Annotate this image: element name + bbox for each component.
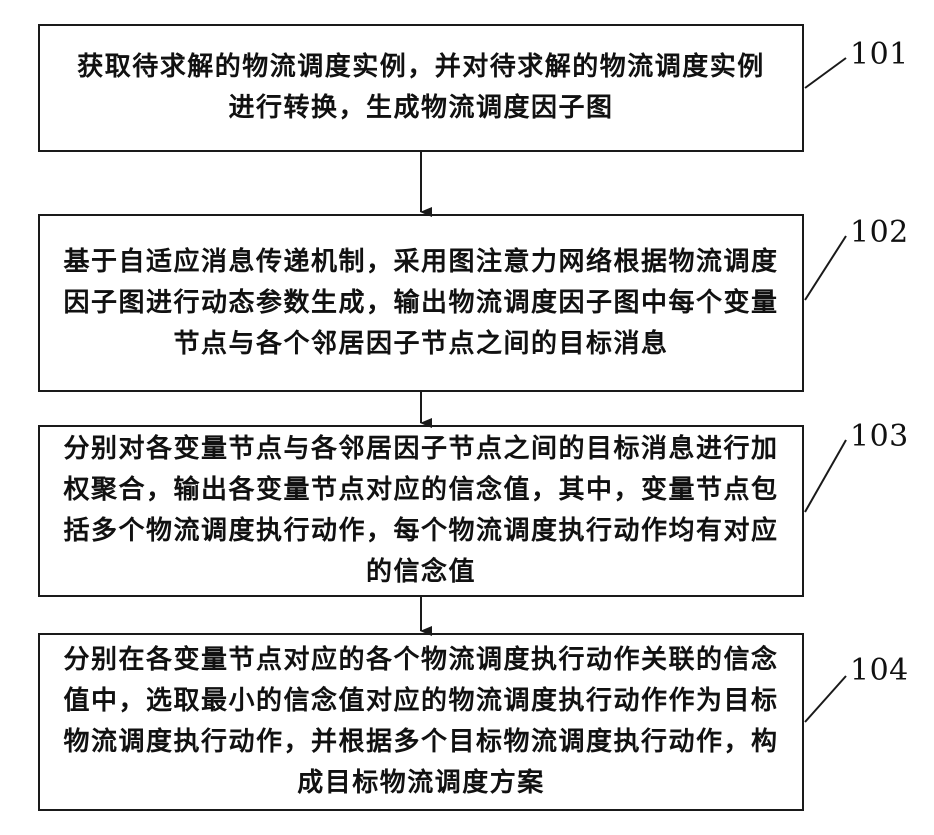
step-text-104: 分别在各变量节点对应的各个物流调度执行动作关联的信念值中，选取最小的信念值对应的…	[40, 640, 802, 804]
step-box-102: 基于自适应消息传递机制，采用图注意力网络根据物流调度因子图进行动态参数生成，输出…	[38, 214, 804, 392]
step-text-103: 分别对各变量节点与各邻居因子节点之间的目标消息进行加权聚合，输出各变量节点对应的…	[40, 429, 802, 593]
step-text-102: 基于自适应消息传递机制，采用图注意力网络根据物流调度因子图进行动态参数生成，输出…	[40, 242, 802, 365]
step-text-101: 获取待求解的物流调度实例，并对待求解的物流调度实例进行转换，生成物流调度因子图	[53, 47, 789, 129]
leader-line-101	[805, 58, 846, 88]
step-label-101: 101	[850, 40, 909, 70]
step-box-101: 获取待求解的物流调度实例，并对待求解的物流调度实例进行转换，生成物流调度因子图	[38, 24, 804, 152]
step-box-103: 分别对各变量节点与各邻居因子节点之间的目标消息进行加权聚合，输出各变量节点对应的…	[38, 425, 804, 597]
leader-line-104	[805, 676, 846, 722]
step-label-102: 102	[850, 218, 909, 248]
step-label-103: 103	[850, 422, 909, 452]
leader-line-103	[805, 440, 846, 512]
leader-line-102	[805, 236, 846, 300]
step-box-104: 分别在各变量节点对应的各个物流调度执行动作关联的信念值中，选取最小的信念值对应的…	[38, 633, 804, 811]
step-label-104: 104	[850, 656, 909, 686]
